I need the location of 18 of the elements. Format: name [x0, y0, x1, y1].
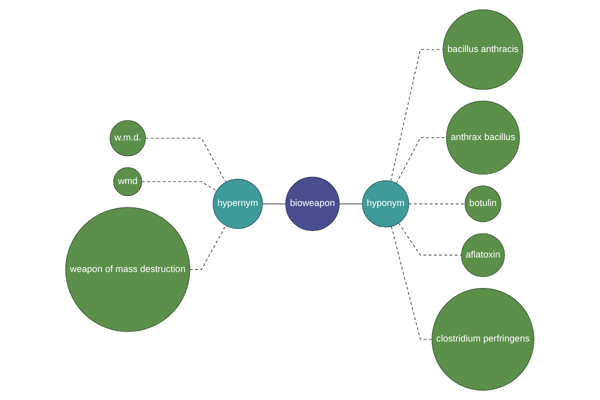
- node-circle: hyponym: [362, 180, 410, 228]
- node-circle: bacillus anthracis: [442, 9, 524, 90]
- node-circle: botulin: [464, 186, 502, 222]
- node-circle: anthrax bacillus: [446, 100, 520, 175]
- node-circle: w.m.d.: [110, 120, 146, 156]
- connector: [390, 49, 444, 182]
- node-circle: hypernym: [212, 178, 263, 229]
- node-circle: aflatoxin: [461, 233, 506, 278]
- connector: [190, 225, 226, 270]
- node-circle: clostridium perfringens: [432, 288, 534, 391]
- connector: [142, 181, 218, 192]
- connector: [391, 226, 432, 340]
- connector: [398, 222, 462, 256]
- connector: [145, 138, 226, 183]
- node-circle: weapon of mass destruction: [66, 207, 190, 332]
- node-circle: wmd: [114, 167, 142, 196]
- connector: [396, 137, 447, 184]
- node-circle: bioweapon: [286, 176, 340, 231]
